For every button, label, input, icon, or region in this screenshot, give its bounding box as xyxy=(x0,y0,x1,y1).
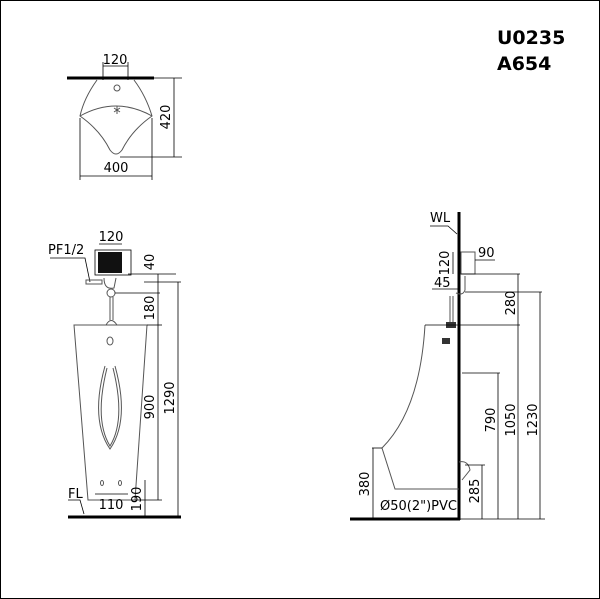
dim-400: 400 xyxy=(104,161,129,176)
dim-280: 280 xyxy=(504,291,519,316)
dim-420: 420 xyxy=(159,105,174,130)
drain-label: Ø50(2")PVC xyxy=(380,499,457,514)
dim-45: 45 xyxy=(434,276,451,291)
dim-110: 110 xyxy=(99,498,124,513)
dim-285: 285 xyxy=(468,479,483,504)
dim-120-top: 120 xyxy=(103,53,128,68)
dim-1230: 1230 xyxy=(526,403,541,436)
dim-180: 180 xyxy=(143,296,158,321)
wall-label: WL xyxy=(430,211,451,226)
dim-90: 90 xyxy=(478,246,495,261)
model-code: A654 xyxy=(497,53,551,75)
dim-900: 900 xyxy=(143,395,158,420)
dim-40: 40 xyxy=(143,254,158,271)
dim-1050: 1050 xyxy=(504,403,519,436)
front-view: 120 PF1/2 40 180 900 1290 190 110 FL xyxy=(48,230,181,519)
floor-label: FL xyxy=(68,487,83,502)
dim-380: 380 xyxy=(358,472,373,497)
dim-190: 190 xyxy=(130,487,145,512)
model-title: U0235 xyxy=(497,27,565,49)
side-view: WL 90 120 45 280 790 1050 1230 380 285 xyxy=(350,211,545,521)
top-view: 120 420 400 xyxy=(67,53,182,180)
pipe-label: PF1/2 xyxy=(48,243,84,258)
dim-790: 790 xyxy=(484,408,499,433)
dim-120-front: 120 xyxy=(99,230,124,245)
dim-120-side: 120 xyxy=(438,251,453,276)
dim-1290: 1290 xyxy=(163,381,178,414)
